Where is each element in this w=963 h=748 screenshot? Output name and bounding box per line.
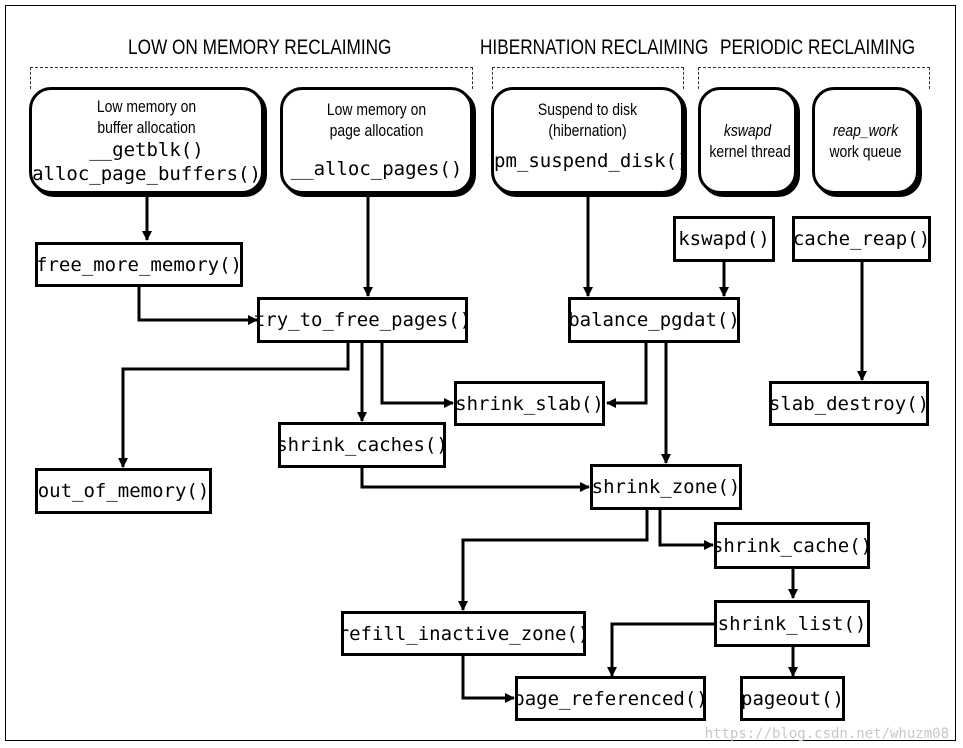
box-refill-inactive-zone: refill_inactive_zone() (338, 611, 589, 656)
source-page-allocation: Low memory on page allocation __alloc_pa… (280, 87, 473, 194)
source-buffer-code1: __getblk() (89, 139, 204, 161)
section-low-memory-title: LOW ON MEMORY RECLAIMING (128, 36, 392, 59)
box-pageout: pageout() (740, 676, 845, 721)
arrow-try-to-free-to-out-of-memory (118, 343, 350, 468)
arrow-refill-to-page-referenced (461, 656, 515, 703)
box-shrink-list: shrink_list() (714, 600, 870, 647)
box-shrink-zone: shrink_zone() (590, 464, 742, 510)
watermark: https://blog.csdn.net/whuzm08 (704, 726, 949, 742)
box-balance-pgdat: balance_pgdat() (568, 297, 740, 343)
box-slab-destroy: slab_destroy() (769, 381, 929, 426)
box-shrink-slab: shrink_slab() (454, 381, 605, 426)
section-low-memory-bracket (30, 67, 473, 89)
source-suspend-line2: (hibernation) (548, 121, 627, 140)
box-page-referenced: page_referenced() (513, 676, 708, 721)
source-page-code1: __alloc_pages() (290, 158, 463, 180)
source-kswapd-name: kswapd (723, 121, 772, 140)
arrow-free-more-memory-to-try-to-free-pages (137, 287, 258, 325)
section-hibernation-title: HIBERNATION RECLAIMING (480, 36, 709, 59)
source-suspend-code1: pm_suspend_disk() (494, 150, 689, 172)
box-cache-reap: cache_reap() (792, 216, 931, 262)
source-buffer-line2: buffer allocation (97, 118, 196, 137)
source-suspend-to-disk: Suspend to disk (hibernation) pm_suspend… (491, 87, 689, 194)
source-reap-work-queue: reap_work work queue (812, 87, 919, 194)
section-periodic-title: PERIODIC RECLAIMING (720, 36, 916, 59)
arrow-try-to-free-to-shrink-slab (380, 343, 454, 408)
box-shrink-cache: shrink_cache() (712, 522, 872, 569)
source-page-line2: page allocation (329, 121, 424, 140)
source-kswapd-desc: kernel thread (709, 142, 791, 161)
source-suspend-line1: Suspend to disk (537, 100, 638, 119)
arrow-shrink-caches-to-shrink-zone (360, 468, 590, 492)
section-periodic-bracket (698, 67, 930, 89)
source-buffer-code2: alloc_page_buffers() (32, 163, 261, 185)
section-hibernation-bracket (492, 67, 684, 89)
box-free-more-memory: free_more_memory() (35, 242, 243, 287)
source-buffer-allocation: Low memory on buffer allocation __getblk… (29, 87, 264, 194)
source-buffer-line1: Low memory on (96, 97, 197, 116)
source-reap-work-desc: work queue (829, 142, 902, 161)
box-shrink-caches: shrink_caches() (276, 422, 448, 468)
source-kswapd-kernel-thread: kswapd kernel thread (698, 87, 797, 194)
arrow-shrink-list-to-page-referenced (607, 622, 714, 677)
source-page-line1: Low memory on (326, 100, 427, 119)
box-out-of-memory: out_of_memory() (35, 468, 212, 514)
box-try-to-free-pages: try_to_free_pages() (254, 297, 471, 343)
arrow-shrink-zone-to-shrink-cache (658, 510, 714, 550)
arrow-shrink-zone-to-refill-inactive (458, 510, 649, 611)
box-kswapd: kswapd() (673, 216, 775, 262)
source-reap-work-name: reap_work (832, 121, 899, 140)
arrow-balance-pgdat-to-shrink-slab (606, 343, 648, 408)
diagram-frame (5, 5, 956, 741)
